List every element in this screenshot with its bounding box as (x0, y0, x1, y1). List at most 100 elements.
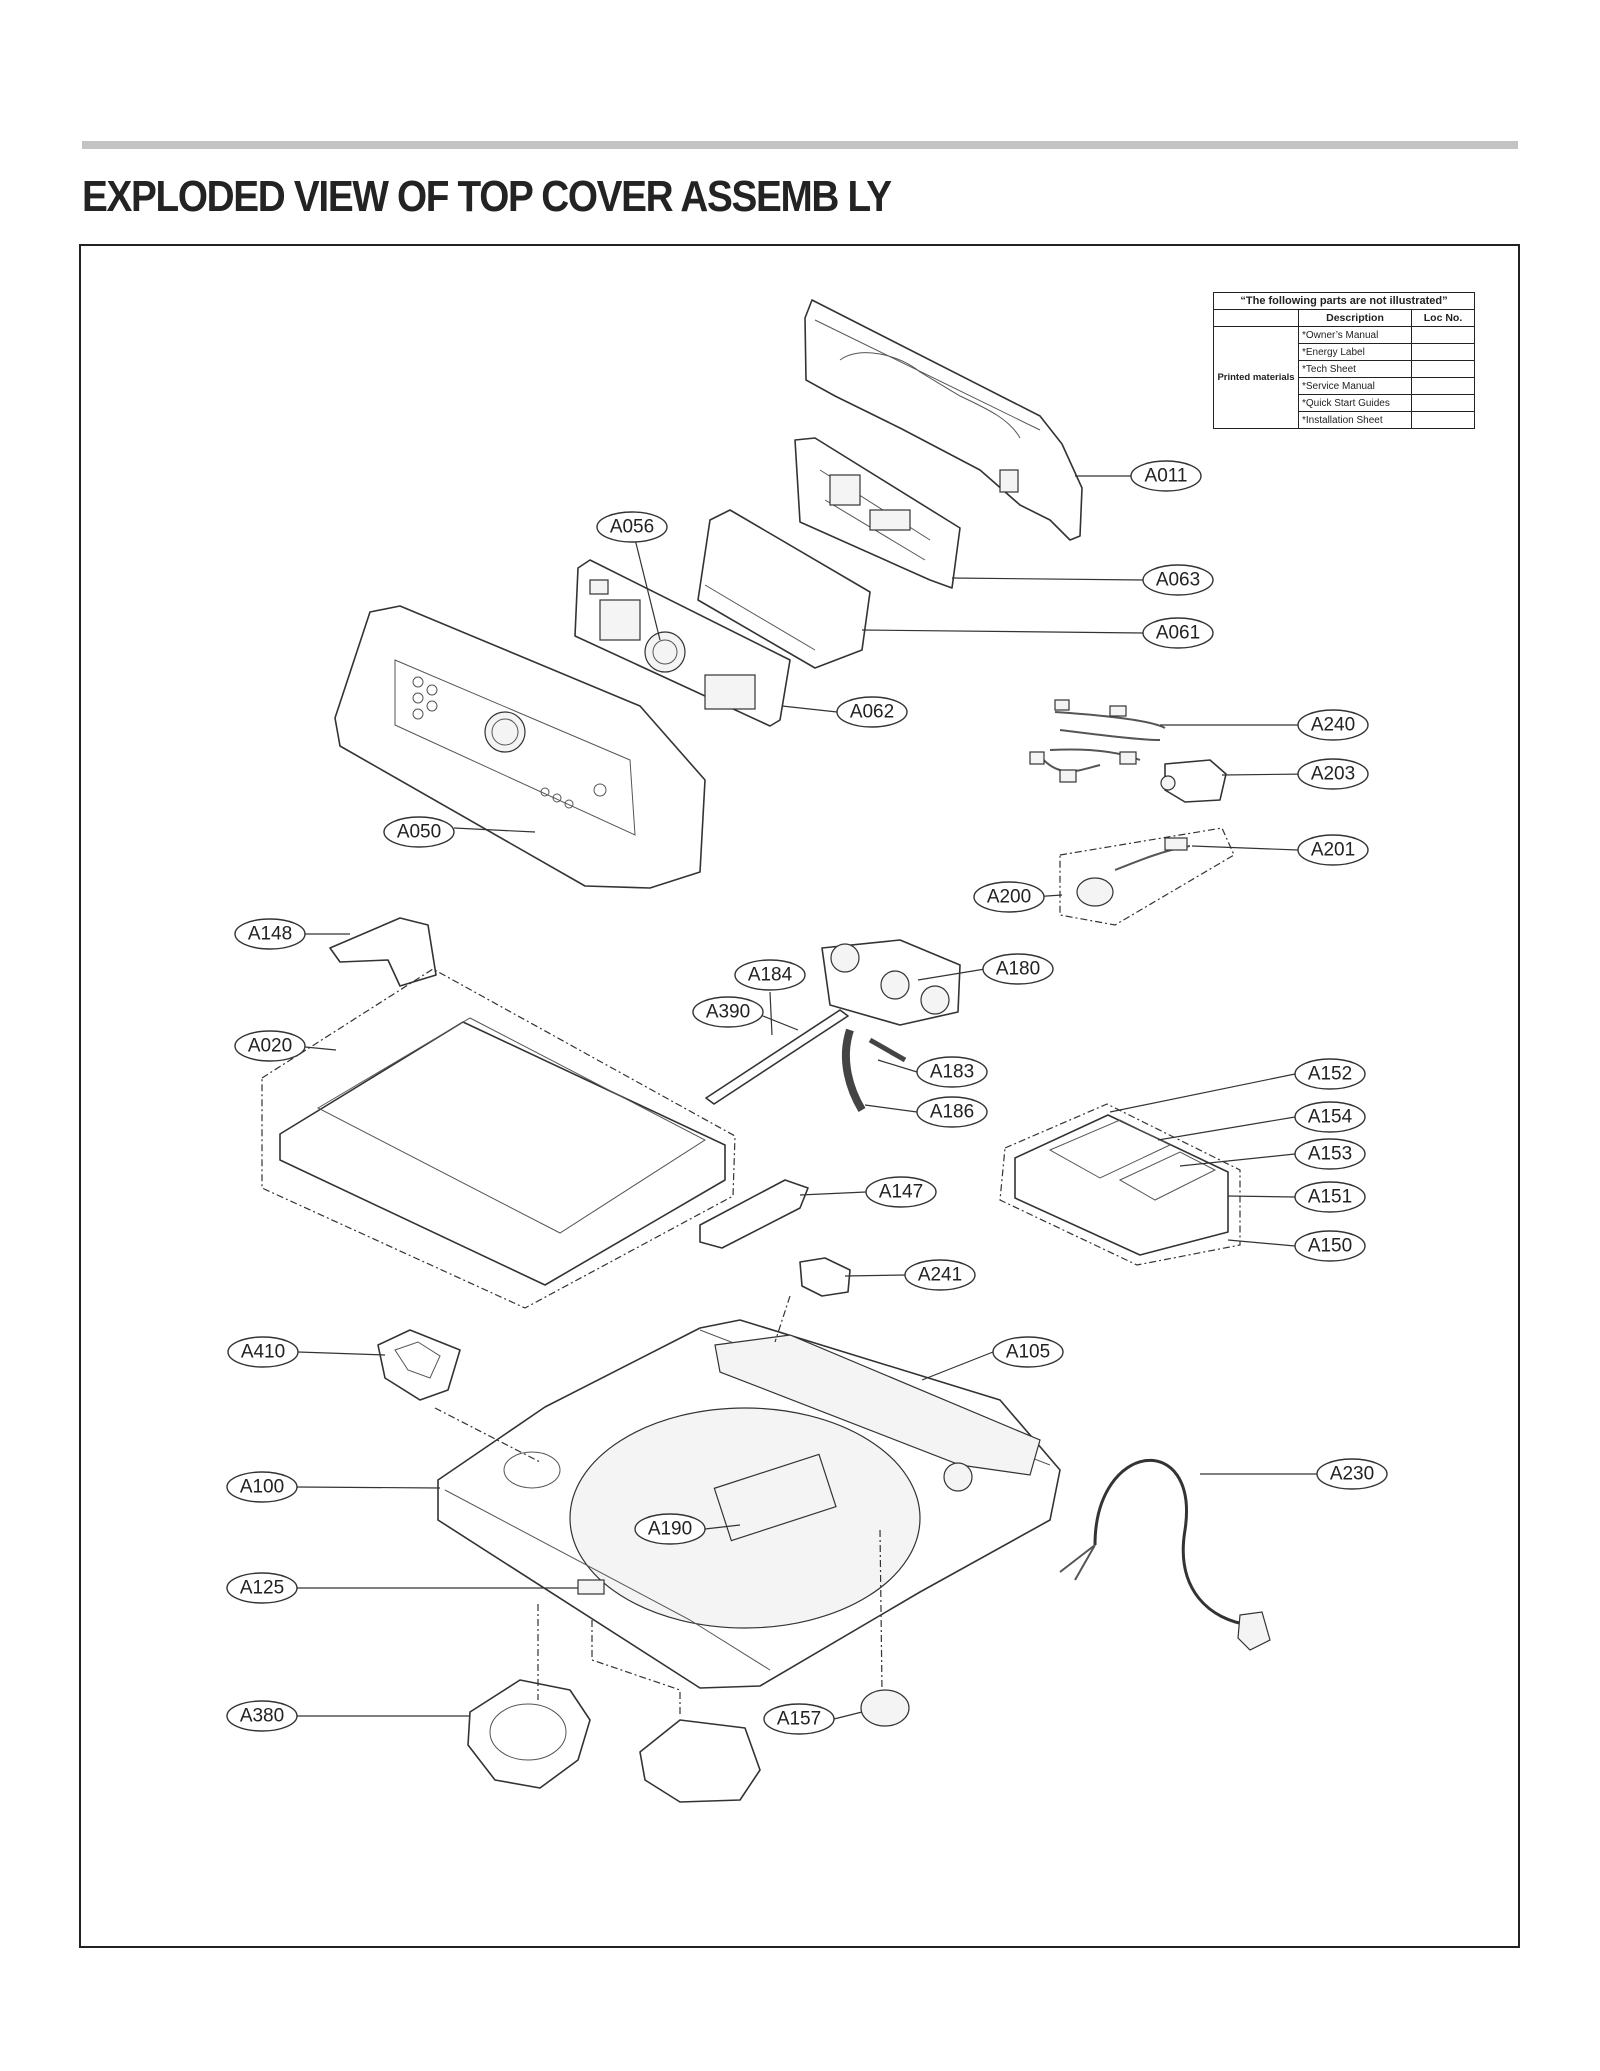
svg-text:A150: A150 (1308, 1236, 1352, 1257)
callout-a157: A157 (763, 1703, 835, 1735)
callout-a150: A150 (1294, 1230, 1366, 1262)
svg-text:A061: A061 (1156, 623, 1200, 644)
part-rear-panel (804, 299, 1083, 541)
callout-a390: A390 (692, 996, 764, 1028)
callout-a152: A152 (1294, 1058, 1366, 1090)
callout-a200: A200 (973, 881, 1045, 913)
svg-text:A011: A011 (1145, 466, 1188, 487)
not-illustrated-item: *Energy Label (1298, 343, 1412, 361)
svg-text:A100: A100 (240, 1477, 284, 1498)
callout-a061: A061 (1142, 617, 1214, 649)
callout-a020: A020 (234, 1030, 306, 1062)
part-ring-a410 (377, 1329, 461, 1401)
diagram-frame (79, 244, 1520, 1948)
part-valve-hose (841, 1028, 907, 1113)
callout-a183: A183 (916, 1056, 988, 1088)
not-illustrated-caption: “The following parts are not illustrated… (1213, 292, 1475, 310)
loc-cell (1411, 343, 1475, 361)
top-rule (82, 141, 1518, 149)
part-bracket-a147 (699, 1179, 809, 1249)
svg-text:A410: A410 (241, 1342, 285, 1363)
svg-text:A200: A200 (987, 887, 1031, 908)
svg-text:A186: A186 (930, 1102, 974, 1123)
not-illustrated-item: *Owner’s Manual (1298, 326, 1412, 344)
not-illustrated-item: *Service Manual (1298, 377, 1412, 395)
part-lower-module (639, 1719, 761, 1803)
svg-text:A063: A063 (1156, 570, 1200, 591)
not-illustrated-item: *Installation Sheet (1298, 411, 1412, 429)
part-pcb-housing (794, 437, 961, 589)
callout-a203: A203 (1297, 758, 1369, 790)
loc-no-header: Loc No. (1411, 309, 1475, 327)
part-filter-a241 (799, 1257, 851, 1297)
svg-text:A190: A190 (648, 1519, 692, 1540)
svg-text:A148: A148 (248, 924, 292, 945)
part-lid (261, 968, 736, 1309)
description-header: Description (1298, 309, 1412, 327)
callout-a147: A147 (865, 1176, 937, 1208)
svg-text:A154: A154 (1308, 1107, 1353, 1128)
callout-a190: A190 (634, 1513, 706, 1545)
svg-text:A201: A201 (1311, 840, 1355, 861)
part-control-panel (334, 605, 706, 889)
svg-text:A151: A151 (1308, 1187, 1352, 1208)
svg-text:A056: A056 (610, 517, 654, 538)
loc-cell (1411, 326, 1475, 344)
callout-a063: A063 (1142, 564, 1214, 596)
callout-a153: A153 (1294, 1138, 1366, 1170)
callout-a056: A056 (596, 511, 668, 543)
part-water-valve (821, 939, 961, 1026)
callout-a180: A180 (982, 953, 1054, 985)
svg-text:A183: A183 (930, 1062, 974, 1083)
svg-text:A152: A152 (1308, 1064, 1352, 1085)
svg-text:A157: A157 (777, 1709, 821, 1730)
not-illustrated-item: *Quick Start Guides (1298, 394, 1412, 412)
callout-a240: A240 (1297, 709, 1369, 741)
page-title: EXPLODED VIEW OF TOP COVER ASSEMB LY (82, 172, 892, 221)
part-power-cord (1059, 1459, 1271, 1651)
not-illustrated-item: *Tech Sheet (1298, 360, 1412, 378)
svg-text:A125: A125 (240, 1578, 284, 1599)
svg-text:A180: A180 (996, 959, 1040, 980)
svg-text:A105: A105 (1006, 1342, 1050, 1363)
part-main-pcb (574, 559, 791, 727)
part-pump-a380 (467, 1679, 591, 1789)
callout-a062: A062 (836, 696, 908, 728)
part-hinge-bracket (329, 917, 437, 987)
callout-a241: A241 (904, 1259, 976, 1291)
callout-a151: A151 (1294, 1181, 1366, 1213)
callout-a410: A410 (227, 1336, 299, 1368)
loc-cell (1411, 360, 1475, 378)
callout-a125: A125 (226, 1572, 298, 1604)
svg-text:A062: A062 (850, 702, 894, 723)
callout-a100: A100 (226, 1471, 298, 1503)
printed-materials-group: Printed materials (1213, 326, 1299, 429)
leader-lines (294, 475, 1317, 1720)
svg-text:A380: A380 (240, 1706, 284, 1727)
callout-a050: A050 (383, 816, 455, 848)
svg-text:A050: A050 (397, 822, 441, 843)
callout-a148: A148 (234, 918, 306, 950)
assembly-guides (434, 1295, 883, 1715)
callout-a154: A154 (1294, 1101, 1366, 1133)
part-knob-a157 (860, 1689, 910, 1727)
group-header-blank (1213, 309, 1299, 327)
callout-a201: A201 (1297, 834, 1369, 866)
callout-a380: A380 (226, 1700, 298, 1732)
svg-text:A153: A153 (1308, 1144, 1352, 1165)
part-dispenser-drawer (999, 1103, 1241, 1266)
svg-text:A390: A390 (706, 1002, 750, 1023)
loc-cell (1411, 394, 1475, 412)
svg-text:A230: A230 (1330, 1464, 1374, 1485)
svg-text:A184: A184 (748, 965, 793, 986)
svg-text:A020: A020 (248, 1036, 292, 1057)
part-pcb-cover (697, 509, 871, 669)
part-inlet-pipe (705, 1009, 849, 1105)
part-pressure-switch (1059, 827, 1235, 926)
callout-a184: A184 (734, 959, 806, 991)
callout-a230: A230 (1316, 1458, 1388, 1490)
part-top-cover (437, 1319, 1061, 1689)
callout-a105: A105 (992, 1336, 1064, 1368)
callout-a186: A186 (916, 1096, 988, 1128)
